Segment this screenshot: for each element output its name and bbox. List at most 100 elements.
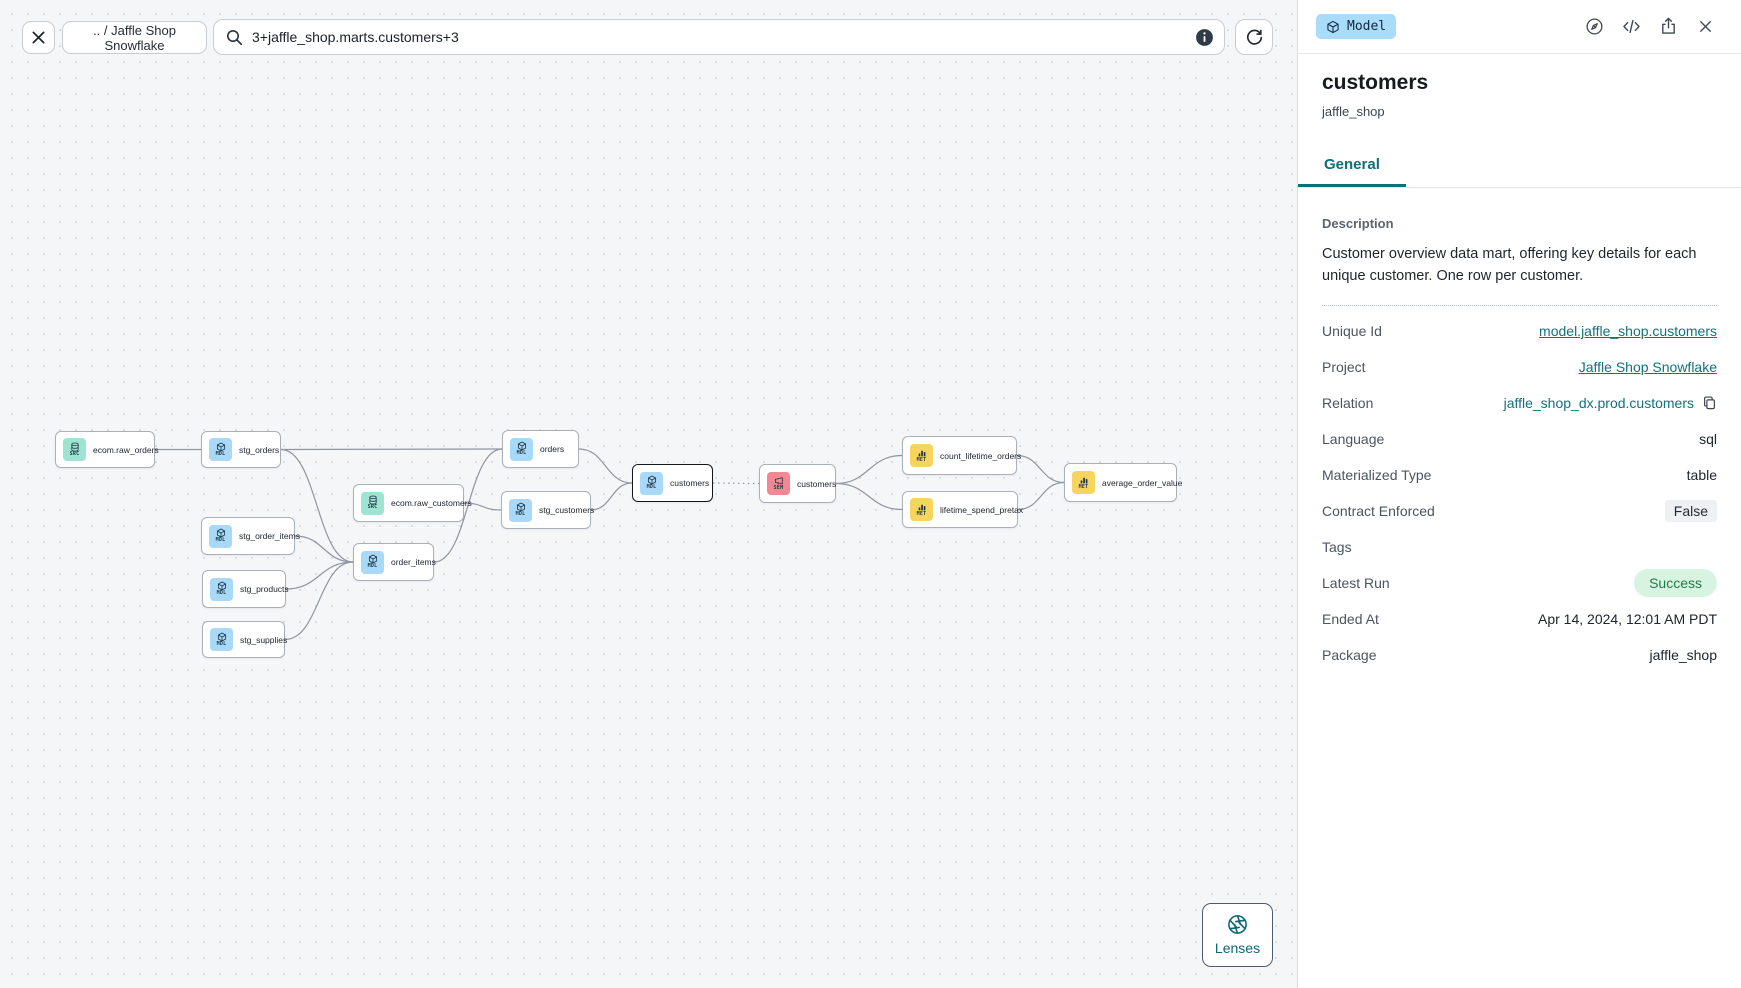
property-value: False: [1664, 499, 1717, 522]
breadcrumb[interactable]: .. / Jaffle Shop Snowflake: [62, 21, 207, 54]
node-label: ecom.raw_orders: [93, 444, 159, 455]
bars-icon: MET: [910, 498, 933, 521]
property-value[interactable]: model.jaffle_shop.customers: [1539, 322, 1717, 339]
database-icon: SRC: [63, 438, 86, 461]
lenses-button[interactable]: Lenses: [1202, 903, 1273, 967]
info-icon: [1196, 29, 1213, 46]
node-type-label: MET: [916, 456, 927, 463]
node-raw_orders[interactable]: SRC ecom.raw_orders: [55, 431, 159, 468]
status-badge[interactable]: Success: [1634, 568, 1717, 597]
node-label: stg_customers: [539, 505, 595, 515]
property-value-wrap: jaffle_shop_dx.prod.customers: [1504, 395, 1717, 411]
node-label: average_order_value: [1102, 477, 1183, 488]
property-value[interactable]: Jaffle Shop Snowflake: [1578, 358, 1717, 375]
edge-count_lifetime_orders-to-average_order_value: [1016, 454, 1065, 484]
node-type-label: MDL: [646, 484, 657, 491]
share-icon: [1661, 17, 1675, 34]
property-row-package: Package jaffle_shop: [1322, 637, 1717, 673]
node-type-label: SRC: [367, 504, 378, 511]
panel-content: Description Customer overview data mart,…: [1298, 188, 1741, 673]
node-type-label: MDL: [367, 563, 378, 570]
property-value: sql: [1699, 430, 1717, 447]
node-order_items[interactable]: MDL order_items: [353, 543, 436, 581]
edge-stg_order_items-to-order_items: [294, 535, 354, 563]
property-value: jaffle_shop_dx.prod.customers: [1503, 394, 1694, 411]
breadcrumb-label: .. / Jaffle Shop Snowflake: [93, 22, 176, 53]
property-row-materialized-type: Materialized Type table: [1322, 457, 1717, 493]
edge-stg_customers-to-customers: [590, 482, 633, 511]
node-type-label: MDL: [215, 537, 226, 544]
node-stg_customers[interactable]: MDL stg_customers: [501, 491, 595, 529]
property-label: Project: [1322, 358, 1366, 375]
lenses-aperture-icon: [1228, 915, 1247, 934]
panel-header: Model: [1298, 0, 1741, 54]
bars-icon: MET: [1072, 471, 1095, 494]
refresh-button[interactable]: [1235, 19, 1273, 55]
node-customers[interactable]: MDL customers: [632, 464, 713, 502]
property-label: Tags: [1322, 538, 1352, 555]
node-label: customers: [797, 478, 837, 489]
database-icon: SRC: [361, 491, 384, 515]
property-label: Contract Enforced: [1322, 502, 1435, 519]
search-icon: [227, 30, 243, 46]
property-label: Materialized Type: [1322, 466, 1432, 483]
panel-header-actions: [1582, 15, 1717, 39]
bars-icon: MET: [910, 444, 933, 467]
property-value: jaffle_shop: [1649, 646, 1717, 663]
property-row-ended-at: Ended At Apr 14, 2024, 12:01 AM PDT: [1322, 601, 1717, 637]
refresh-icon: [1246, 29, 1262, 45]
close-lineage-button[interactable]: [22, 21, 55, 54]
info-button[interactable]: [1195, 28, 1214, 47]
node-type-label: MDL: [515, 511, 526, 518]
property-label: Package: [1322, 646, 1377, 663]
search-input[interactable]: [214, 20, 1224, 54]
node-label: order_items: [391, 557, 436, 567]
explore-lineage-button[interactable]: [1582, 15, 1606, 39]
lineage-search: [213, 19, 1225, 55]
node-type-label: SEM: [773, 484, 784, 491]
node-customers_sem[interactable]: SEM customers: [759, 464, 836, 503]
share-button[interactable]: [1656, 15, 1680, 39]
close-panel-button[interactable]: [1693, 15, 1717, 39]
node-label: orders: [540, 444, 565, 454]
view-code-button[interactable]: [1619, 15, 1643, 39]
node-label: customers: [670, 478, 710, 488]
property-label: Ended At: [1322, 610, 1379, 627]
copy-icon[interactable]: [1701, 395, 1717, 411]
tab-general[interactable]: General: [1298, 144, 1406, 187]
property-value: table: [1686, 466, 1717, 483]
close-icon: [32, 31, 45, 44]
megaphone-icon: SEM: [767, 472, 790, 495]
node-type-label: MET: [1078, 483, 1089, 490]
compass-icon: [1585, 18, 1603, 35]
resource-type-badge: Model: [1316, 14, 1397, 39]
node-label: stg_products: [240, 584, 289, 594]
section-divider: [1322, 304, 1717, 306]
package-subtitle: jaffle_shop: [1322, 104, 1385, 119]
details-panel: Model customers jaffle_shop: [1297, 0, 1741, 988]
page-title: customers: [1322, 71, 1429, 94]
edge-orders-to-customers: [578, 448, 633, 484]
node-label: stg_supplies: [240, 634, 288, 645]
edge-stg_products-to-order_items: [285, 561, 354, 590]
panel-tabs: General: [1298, 144, 1741, 188]
panel-title-block: customers jaffle_shop: [1298, 54, 1741, 119]
property-value: Apr 14, 2024, 12:01 AM PDT: [1538, 610, 1717, 627]
code-icon: [1622, 19, 1640, 34]
node-average_order_value[interactable]: MET average_order_value: [1064, 463, 1182, 502]
cube-icon: MDL: [209, 524, 232, 548]
